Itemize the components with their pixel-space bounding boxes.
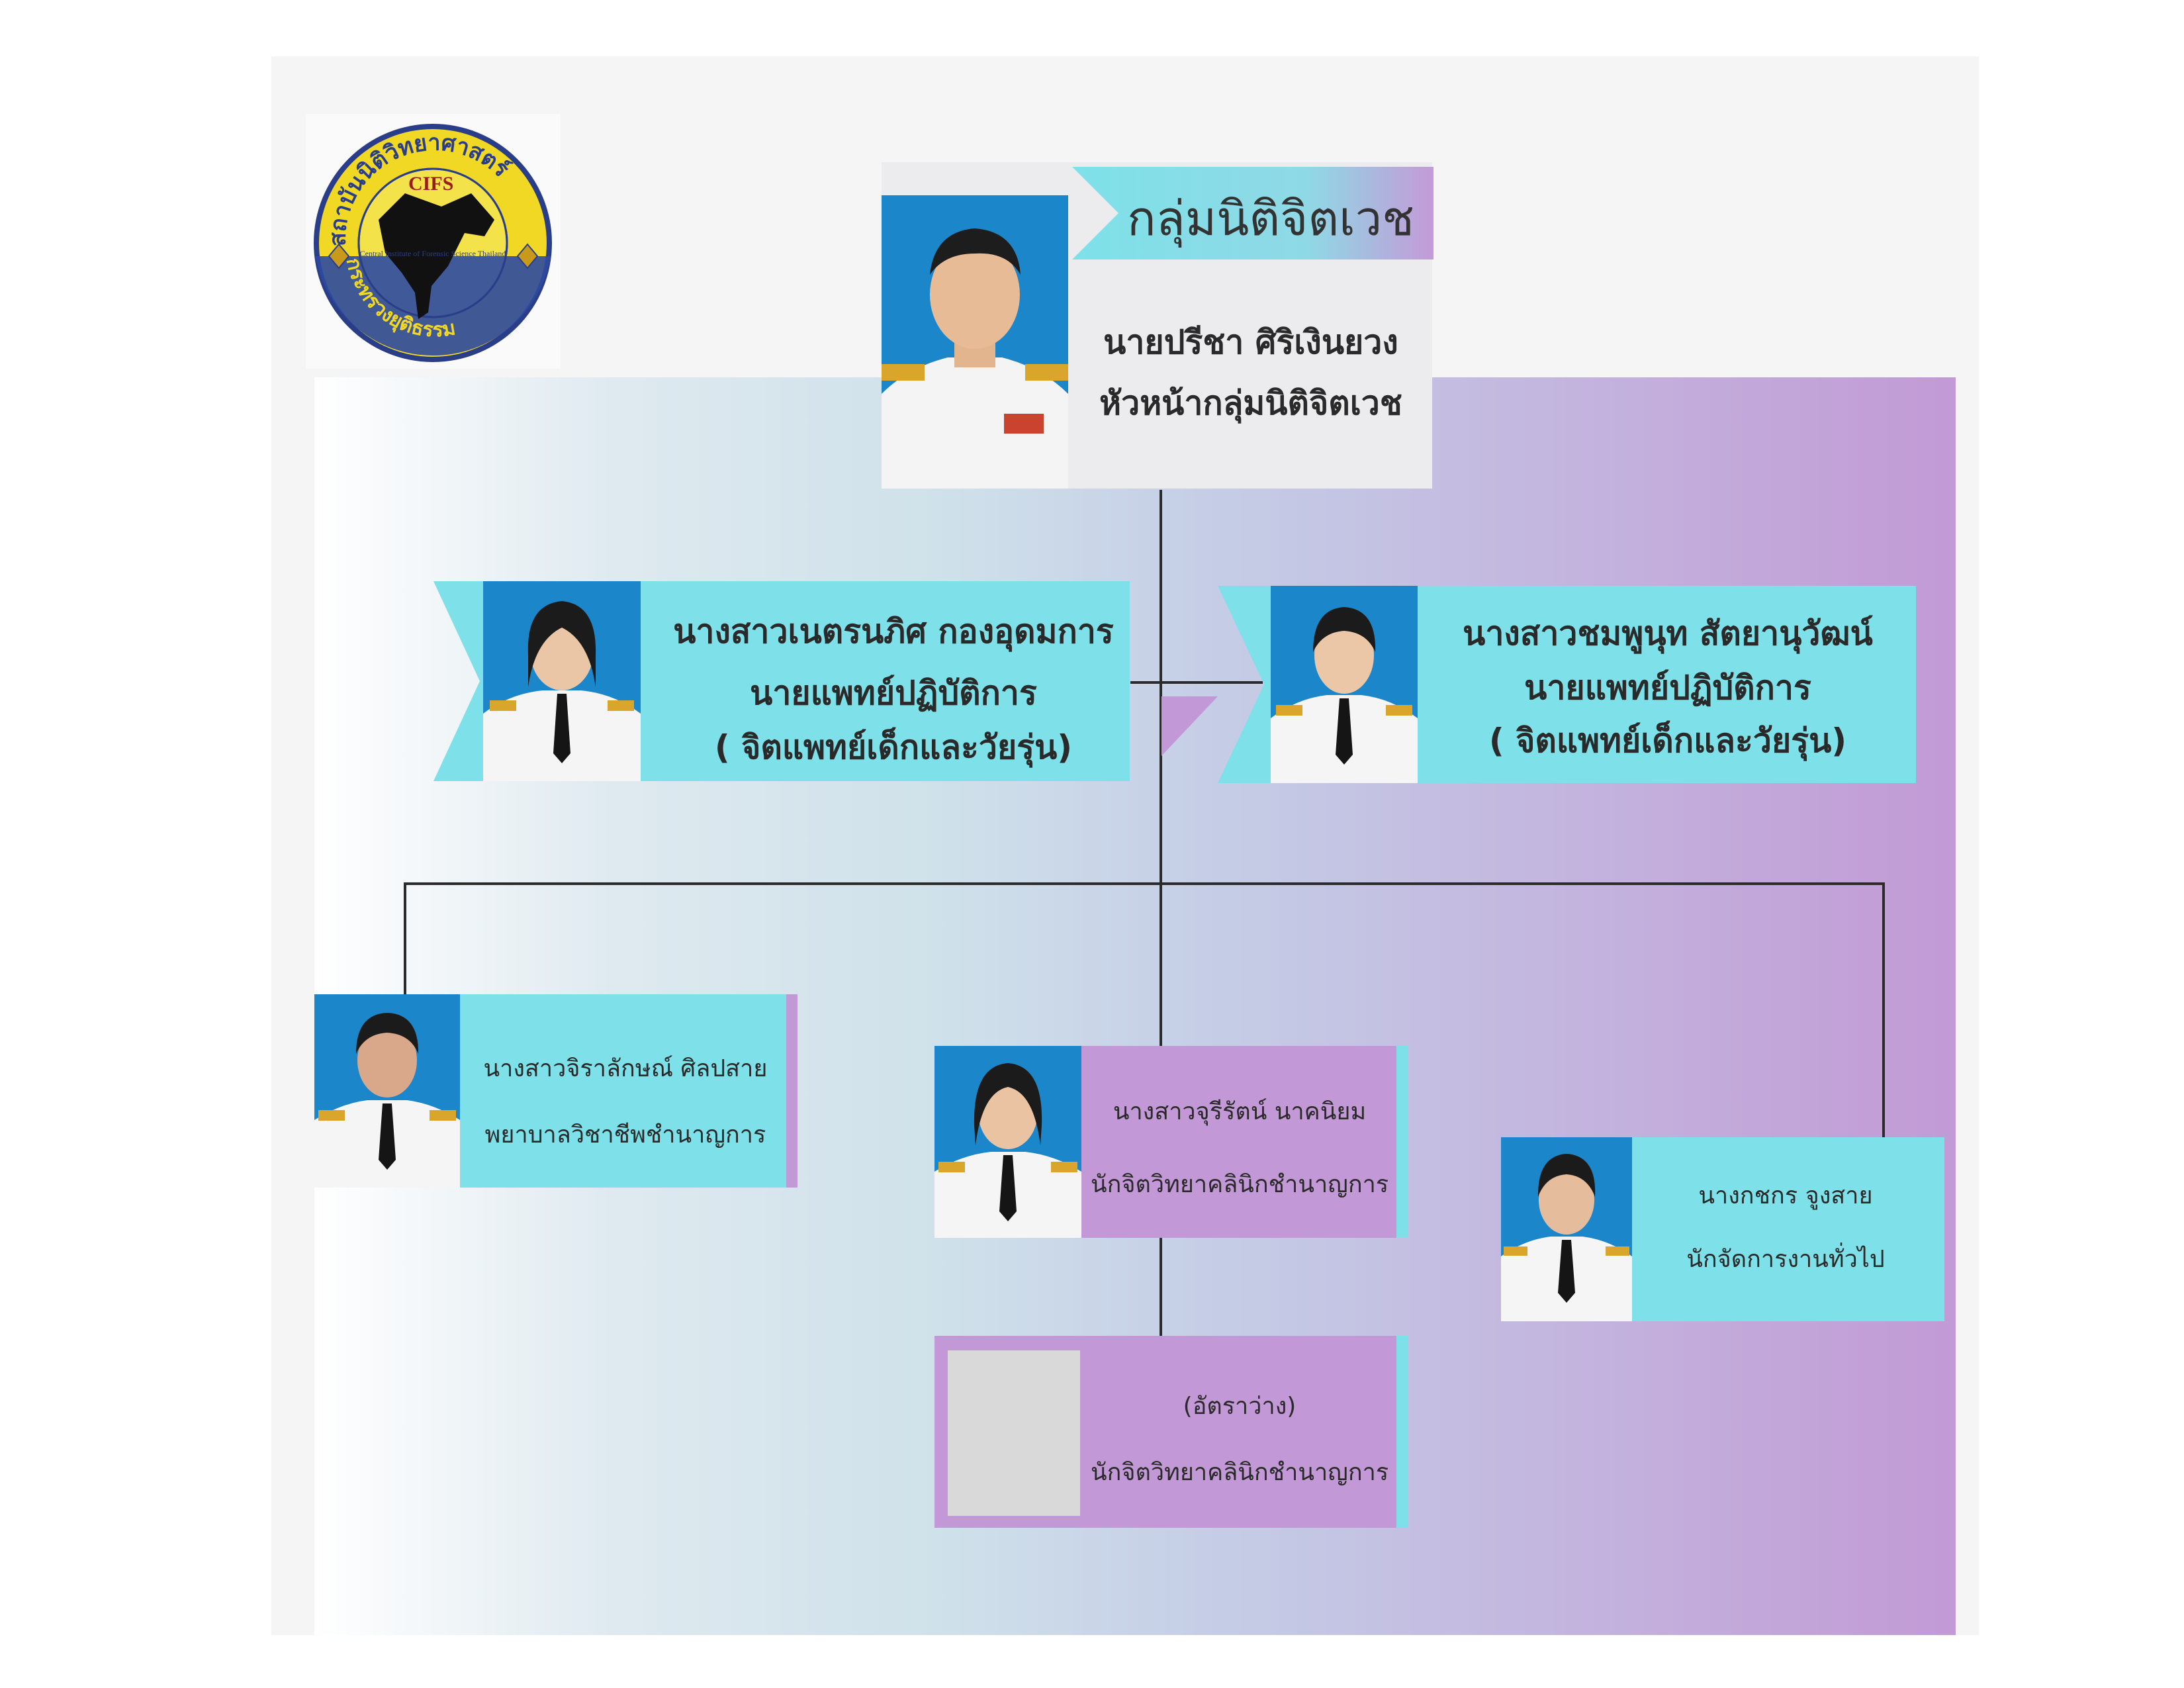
deputy-left-name: นางสาวเนตรนภิศ กองอุดมการ [673, 612, 1114, 651]
staff-right-position: นักจัดการงานทั่วไป [1686, 1246, 1885, 1273]
title-ribbon [1072, 167, 1433, 259]
deputy-left-specialty: ( จิตแพทย์เด็กและวัยรุ่น) [714, 728, 1073, 767]
staff-vacant-position: นักจิตวิทยาคลินิกชำนาญการ [1091, 1459, 1389, 1486]
deputy-left-position: นายแพทย์ปฏิบัติการ [750, 674, 1037, 712]
title-ribbon-shape [1072, 167, 1433, 259]
center-triangle-decoration [1161, 696, 1218, 756]
staff-right-portrait-icon [1501, 1137, 1632, 1321]
cifs-seal-icon: CIFS สถาบันนิติวิทยาศาสตร์ กระทรวงยุติธร… [314, 124, 552, 362]
connector-staff-right [1882, 882, 1885, 1137]
connector-deputies-horizontal [1130, 681, 1263, 684]
cifs-logo: CIFS สถาบันนิติวิทยาศาสตร์ กระทรวงยุติธร… [306, 114, 561, 369]
staff-center-name: นางสาวจุรีรัตน์ นาคนิยม [1113, 1098, 1367, 1125]
staff-vacant-accent [1396, 1336, 1408, 1528]
connector-head-vertical [1160, 490, 1162, 1337]
staff-left-position: พยาบาลวิชาชีพชำนาญการ [484, 1121, 766, 1149]
vacant-photo-placeholder [948, 1350, 1080, 1516]
staff-left-name: นางสาวจิราลักษณ์ ศิลปสาย [483, 1055, 768, 1082]
staff-center-position: นักจิตวิทยาคลินิกชำนาญการ [1091, 1171, 1389, 1198]
staff-left-portrait-icon [314, 994, 460, 1188]
chief-portrait-icon [882, 195, 1068, 489]
staff-right-photo [1501, 1137, 1632, 1321]
deputy-left-portrait-icon [483, 581, 641, 781]
staff-center-accent [1396, 1046, 1408, 1238]
staff-center-portrait-icon [934, 1046, 1081, 1238]
chief-photo [882, 195, 1068, 489]
deputy-right-position: นายแพทย์ปฏิบัติการ [1524, 669, 1811, 707]
connector-staff-left [404, 882, 406, 995]
logo-inner-text: Central Institute of Forensic Science Th… [360, 249, 506, 258]
chief-name: นายปรีชา ศิริเงินยวง [1103, 323, 1398, 361]
deputy-right-portrait-icon [1271, 586, 1418, 783]
chief-position: หัวหน้ากลุ่มนิติจิตเวช [1099, 384, 1402, 422]
staff-left-accent [786, 994, 797, 1188]
group-title: กลุ่มนิติจิตเวช [1126, 191, 1414, 246]
deputy-right-name: นางสาวชมพูนุท สัตยานุวัฒน์ [1463, 614, 1873, 653]
connector-staff-horizontal [404, 882, 1885, 885]
staff-right-name: นางกชกร จูงสาย [1698, 1182, 1873, 1209]
deputy-right-photo [1271, 586, 1418, 783]
staff-center-photo [934, 1046, 1081, 1238]
staff-left-photo [314, 994, 460, 1188]
logo-acronym: CIFS [408, 173, 453, 195]
deputy-left-photo [483, 581, 641, 781]
staff-vacant-name: (อัตราว่าง) [1183, 1393, 1297, 1420]
deputy-right-specialty: ( จิตแพทย์เด็กและวัยรุ่น) [1488, 722, 1847, 760]
